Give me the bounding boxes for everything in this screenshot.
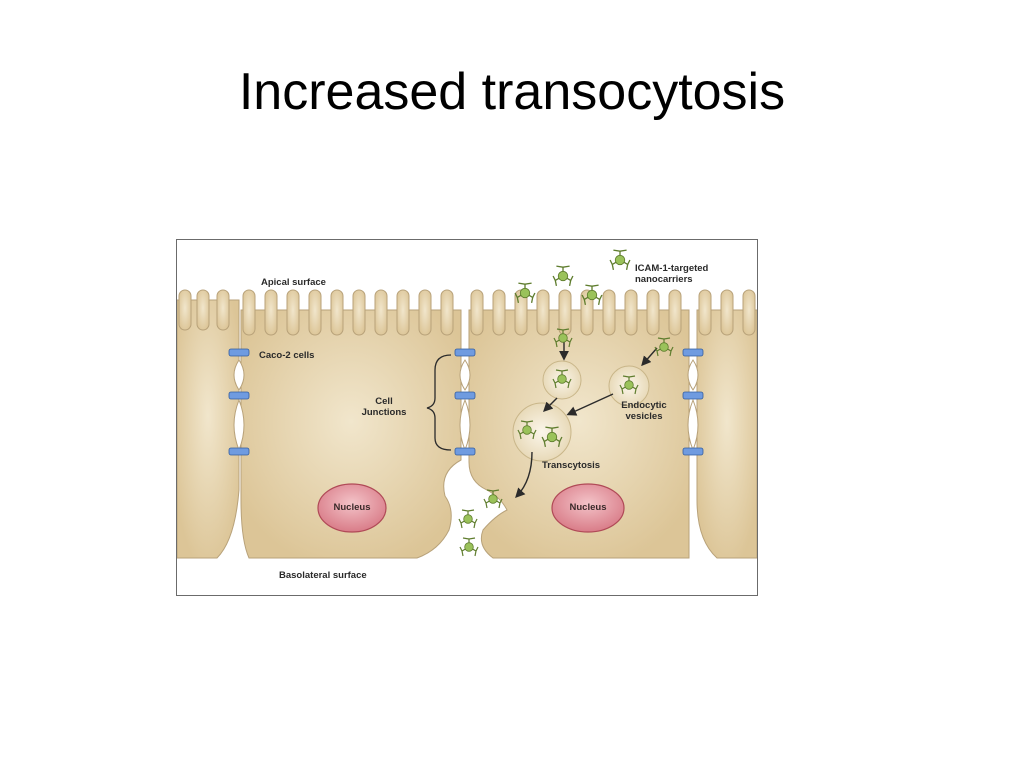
nucleus-left-label: Nucleus [333,502,371,513]
diagram-canvas [177,249,757,559]
microvilli-middle [242,289,454,336]
microvilli-far-right [698,289,756,336]
microvilli-left [178,289,230,331]
pathway-arrows [515,340,658,499]
cell-middle [240,309,462,559]
slide-title: Increased transocytosis [238,63,786,121]
caco2-cells-label: Caco-2 cells [259,350,315,361]
transcytosis-label: Transcytosis [542,460,601,471]
nanocarriers-label: ICAM-1-targeted nanocarriers [635,263,708,285]
nanocarriers-line2: nanocarriers [635,274,693,285]
cell-left [177,299,240,559]
cell-far-right [696,309,757,559]
endocytic-vesicles-label: Endocytic vesicles [609,400,679,422]
cell-junction-markers [228,348,704,456]
nucleus-right-label: Nucleus [569,502,607,513]
nucleus-left [317,483,387,533]
apical-surface-label: Apical surface [261,277,326,288]
endocytic-line1: Endocytic [621,400,667,411]
cell-junctions-label: Cell Junctions [349,396,419,418]
nanocarriers-line1: ICAM-1-targeted [635,263,709,274]
cell-junctions-line1: Cell [375,396,393,407]
transcytosis-diagram: Apical surface Caco-2 cells Cell Junctio… [176,239,758,596]
microvilli-right [470,289,682,336]
endocytic-line2: vesicles [625,411,663,422]
nucleus-right [551,483,625,533]
basolateral-surface-label: Basolateral surface [279,570,367,581]
cell-junction-bracket [426,354,452,451]
junction-gaps [233,359,699,452]
cell-junctions-line2: Junctions [361,407,407,418]
